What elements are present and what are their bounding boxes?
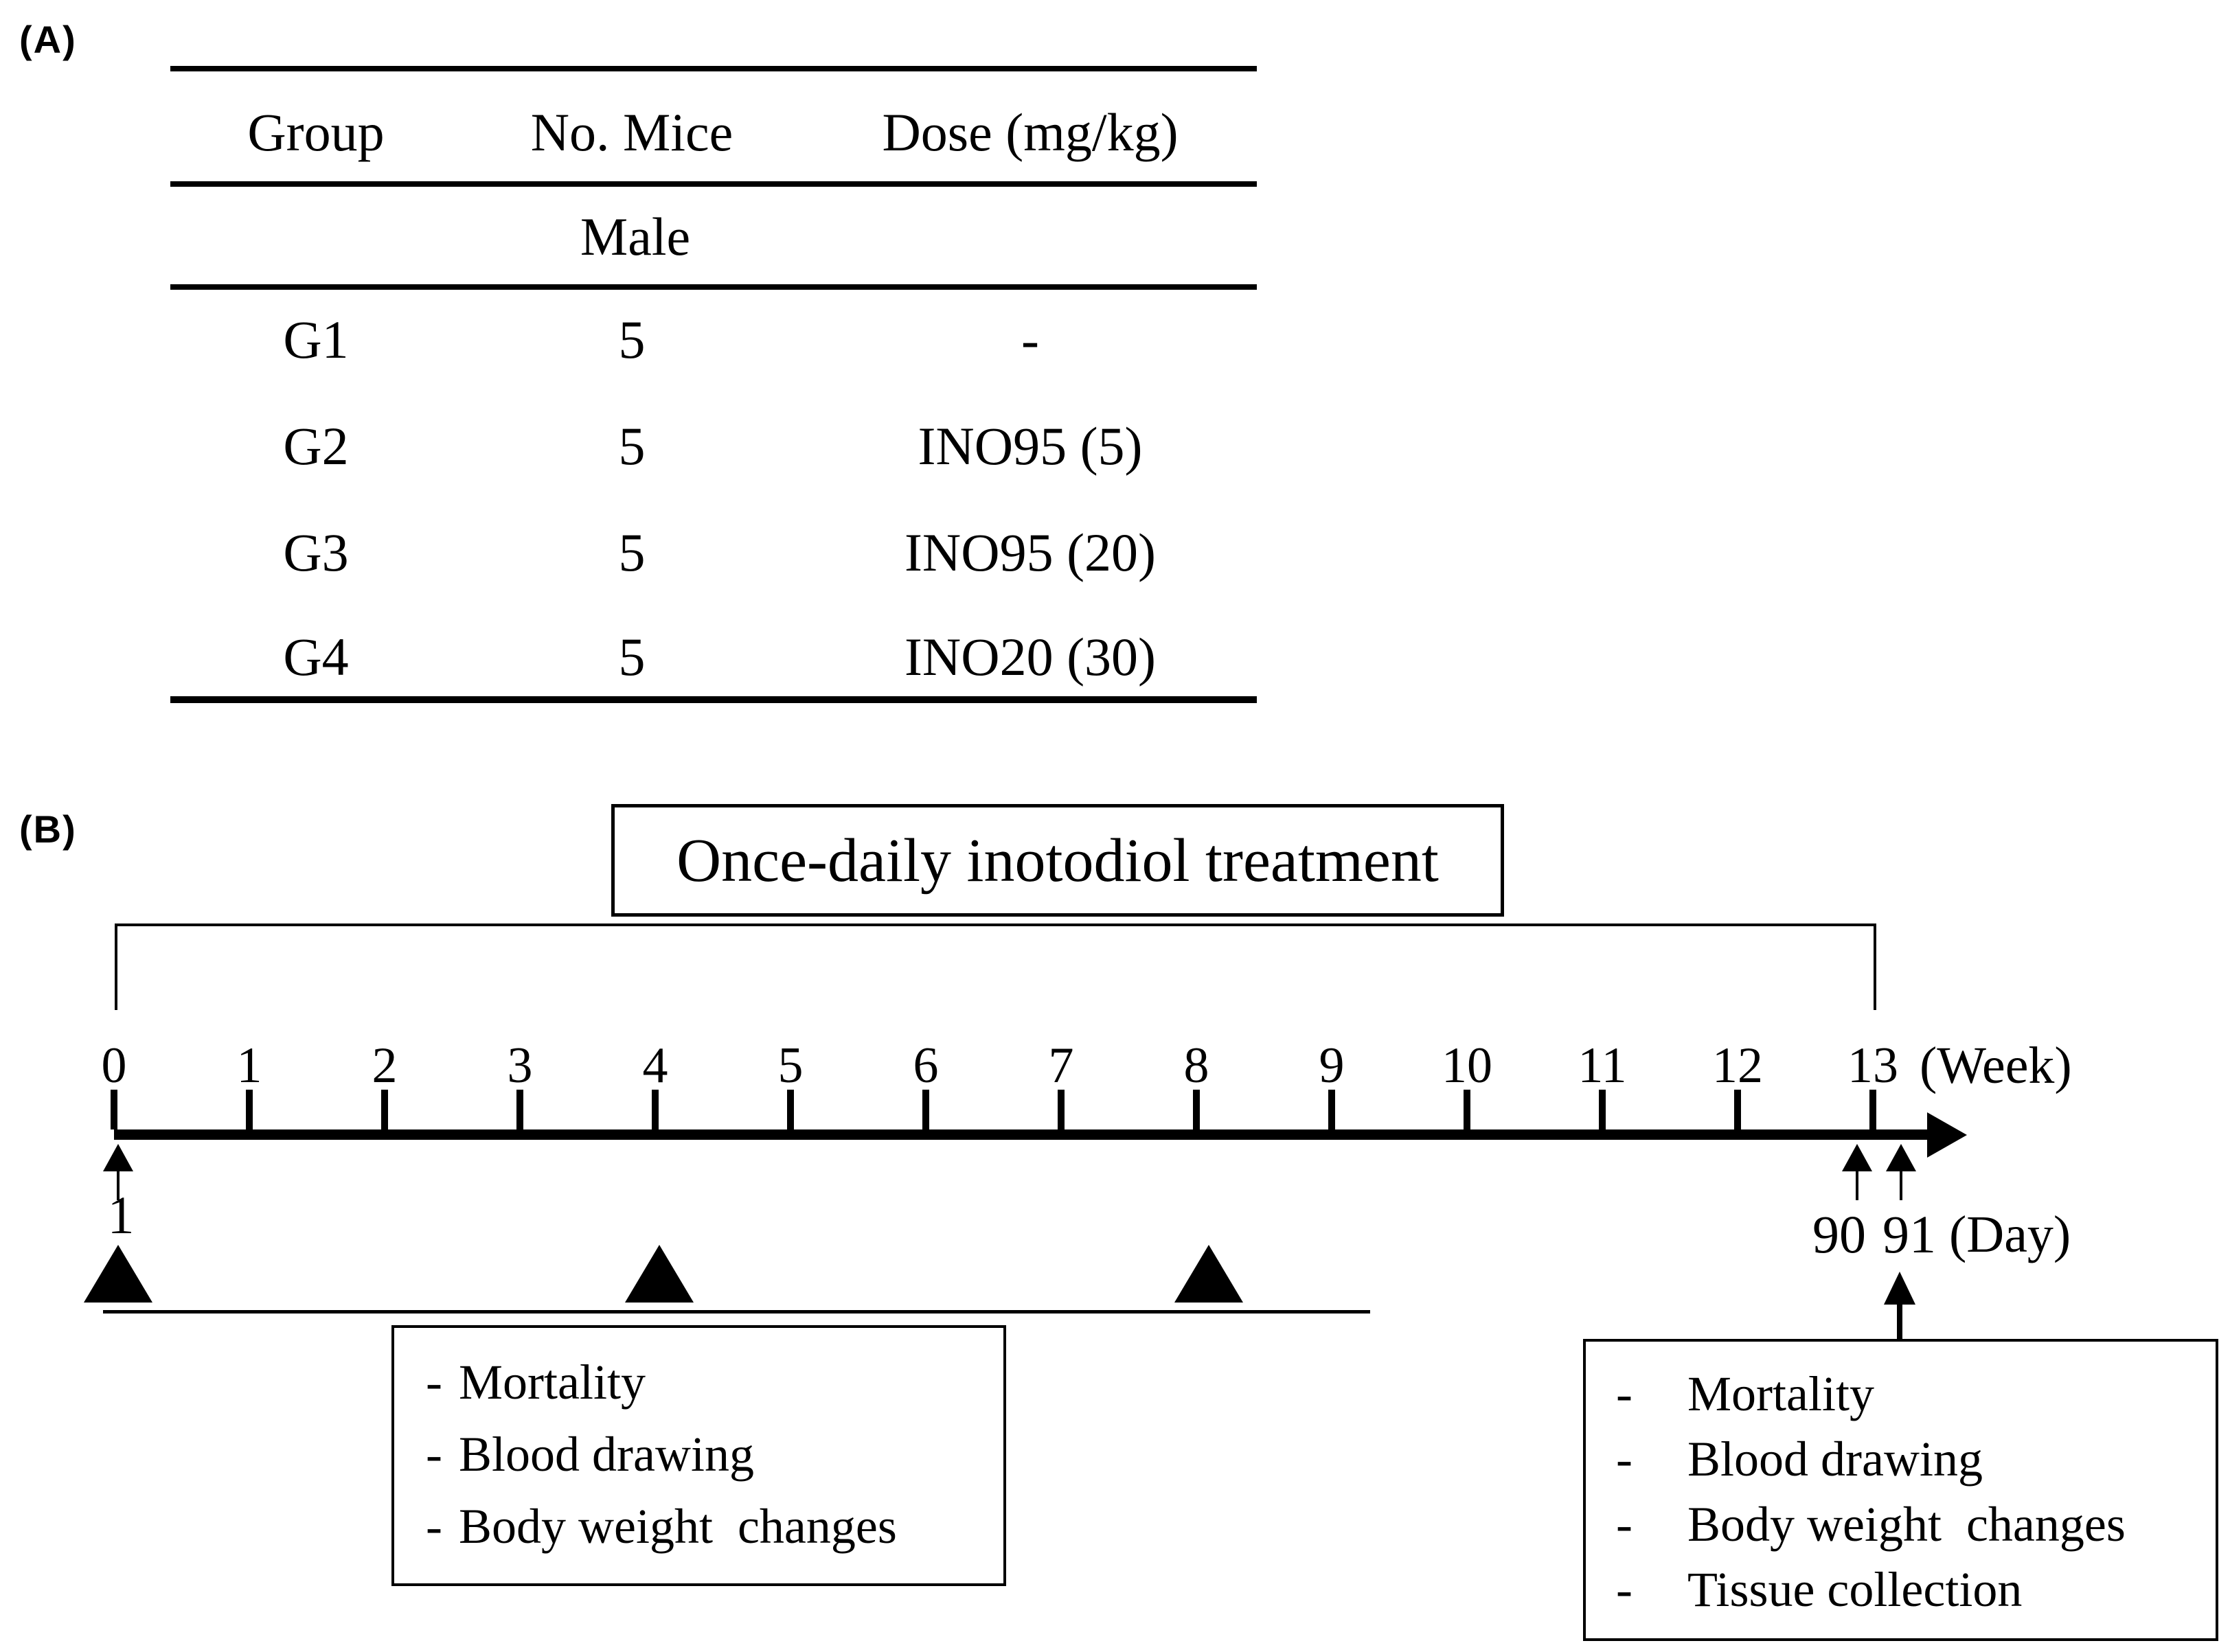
day90-arrow-icon [1842, 1144, 1872, 1171]
week-tick-4 [652, 1090, 659, 1129]
row2-dose: INO95 (5) [918, 416, 1143, 476]
bullet-dash: - [1616, 1431, 1632, 1487]
terminal-item-blood-drawing: Blood drawing [1687, 1431, 1983, 1487]
row2-mice: 5 [618, 416, 646, 476]
week-tick-2 [381, 1090, 388, 1129]
col-header-no-mice: No. Mice [530, 102, 733, 162]
interim-item-body-weight: Body weight changes [458, 1498, 897, 1554]
week-tick-5 [787, 1090, 794, 1129]
bullet-dash: - [1616, 1561, 1632, 1617]
week-tick-3 [516, 1090, 523, 1129]
row4-group: G4 [283, 627, 349, 687]
row2-group: G2 [283, 416, 349, 476]
bullet-dash: - [1616, 1366, 1632, 1421]
week-tick-6 [922, 1090, 929, 1129]
interim-item-mortality: Mortality [458, 1354, 646, 1410]
week-label-6: 6 [913, 1037, 939, 1094]
row1-mice: 5 [618, 310, 646, 369]
week-label-8: 8 [1183, 1037, 1209, 1094]
day90-label: 90 [1812, 1204, 1866, 1264]
week-label-5: 5 [777, 1037, 804, 1094]
week-tick-10 [1464, 1090, 1470, 1129]
timeline-axis [114, 1129, 1927, 1140]
day91-arrow-shaft [1900, 1170, 1902, 1200]
treatment-period-title: Once-daily inotodiol treatment [676, 826, 1439, 895]
table-rule-bottom [170, 696, 1257, 703]
row4-mice: 5 [618, 627, 646, 687]
week-label-0: 0 [101, 1037, 127, 1094]
list-item: - Body weight changes [426, 1490, 1003, 1562]
sampling-triangle-week0-icon [84, 1245, 152, 1303]
panel-b-label: (B) [19, 807, 77, 851]
row1-dose: - [1021, 310, 1039, 369]
col-header-dose: Dose (mg/kg) [882, 102, 1179, 162]
sex-subheader: Male [580, 207, 691, 266]
day1-label: 1 [107, 1185, 135, 1245]
terminal-item-tissue-collection: Tissue collection [1687, 1561, 2023, 1617]
week-tick-9 [1328, 1090, 1335, 1129]
week-label-7: 7 [1048, 1037, 1074, 1094]
row3-group: G3 [283, 523, 349, 582]
panel-a-label: (A) [19, 18, 77, 61]
table-rule-under-subheader [170, 284, 1257, 290]
terminal-assessments-box: - Mortality - Blood drawing - Body weigh… [1583, 1339, 2218, 1641]
row1-group: G1 [283, 310, 349, 369]
week-tick-7 [1058, 1090, 1065, 1129]
week-label-13: 13 [1847, 1037, 1898, 1094]
week-label-3: 3 [507, 1037, 533, 1094]
day91-label: 91 [1882, 1204, 1936, 1264]
list-item: - Blood drawing [426, 1418, 1003, 1490]
list-item: - Mortality [426, 1346, 1003, 1418]
week-label-2: 2 [372, 1037, 398, 1094]
treatment-span-bracket [115, 923, 1876, 1010]
timeline-arrowhead-icon [1927, 1112, 1967, 1158]
bullet-dash: - [426, 1498, 442, 1554]
row3-dose: INO95 (20) [904, 523, 1157, 582]
day1-arrow-icon [103, 1144, 133, 1171]
bullet-dash: - [1616, 1496, 1632, 1552]
table-rule-under-header [170, 181, 1257, 187]
row3-mice: 5 [618, 523, 646, 582]
interim-assessments-box: - Mortality - Blood drawing - Body weigh… [391, 1325, 1006, 1586]
interim-item-blood-drawing: Blood drawing [458, 1426, 754, 1482]
week-label-11: 11 [1578, 1037, 1627, 1094]
terminal-item-mortality: Mortality [1687, 1366, 1874, 1421]
week-label-1: 1 [236, 1037, 262, 1094]
table-rule-top [170, 66, 1257, 71]
col-header-group: Group [247, 102, 385, 162]
day1-arrow-shaft [117, 1170, 120, 1200]
list-item: - Mortality [1616, 1361, 2216, 1426]
list-item: - Body weight changes [1616, 1491, 2216, 1557]
list-item: - Blood drawing [1616, 1426, 2216, 1491]
week-label-4: 4 [642, 1037, 668, 1094]
week-label-9: 9 [1319, 1037, 1345, 1094]
week-tick-8 [1193, 1090, 1200, 1129]
row4-dose: INO20 (30) [904, 627, 1157, 687]
week-tick-11 [1599, 1090, 1606, 1129]
week-tick-0 [111, 1090, 117, 1129]
sampling-triangle-week8-icon [1174, 1245, 1243, 1303]
week-tick-13 [1869, 1090, 1876, 1129]
week-tick-1 [246, 1090, 253, 1129]
list-item: - Tissue collection [1616, 1557, 2216, 1622]
week-tick-12 [1734, 1090, 1741, 1129]
week-unit-label: (Week) [1920, 1037, 2072, 1094]
day90-arrow-shaft [1856, 1170, 1858, 1200]
terminal-arrow-shaft [1897, 1303, 1902, 1340]
interim-assessments-list: - Mortality - Blood drawing - Body weigh… [394, 1328, 1003, 1562]
terminal-item-body-weight: Body weight changes [1687, 1496, 2126, 1552]
bullet-dash: - [426, 1426, 442, 1482]
day-unit-label: (Day) [1949, 1206, 2071, 1263]
treatment-period-box: Once-daily inotodiol treatment [611, 804, 1504, 917]
sampling-triangle-week4-icon [625, 1245, 694, 1303]
day91-arrow-icon [1886, 1144, 1916, 1171]
week-label-10: 10 [1442, 1037, 1492, 1094]
sampling-underline [103, 1310, 1370, 1313]
bullet-dash: - [426, 1354, 442, 1410]
terminal-arrow-icon [1884, 1272, 1915, 1305]
terminal-assessments-list: - Mortality - Blood drawing - Body weigh… [1586, 1342, 2216, 1622]
week-label-12: 12 [1712, 1037, 1763, 1094]
